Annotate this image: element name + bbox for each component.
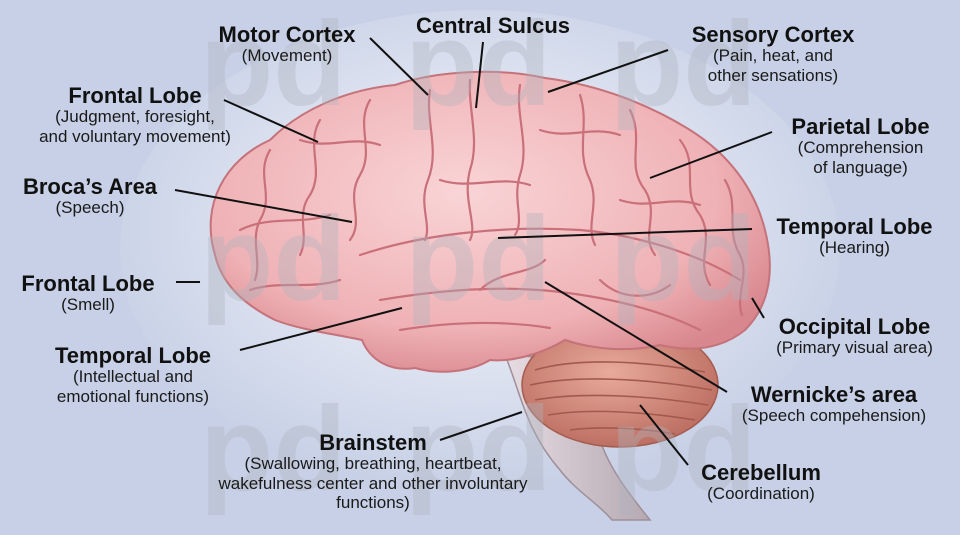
brocas-area-title: Broca’s Area [22,174,158,199]
label-brocas-area: Broca’s Area (Speech) [5,174,175,218]
watermark: pd pd pd pd pd pd pd pd pd [200,0,757,516]
brainstem-desc-3: functions) [336,492,410,512]
sensory-cortex-desc-1: (Pain, heat, and [712,46,834,66]
parietal-lobe-desc-2: of language) [813,157,908,177]
leader-motor-cortex [369,37,429,96]
label-central-sulcus: Central Sulcus [398,13,588,38]
label-temporal-lobe-left: Temporal Lobe (Intellectual and emotiona… [18,343,248,406]
svg-text:pd: pd [200,0,347,131]
frontal-lobe-lower-title: Frontal Lobe [21,271,155,296]
svg-text:pd: pd [200,382,347,516]
svg-text:pd: pd [405,0,552,131]
label-brainstem: Brainstem (Swallowing, breathing, heartb… [168,430,578,512]
leader-parietal-lobe [649,131,773,179]
occipital-lobe-desc: (Primary visual area) [776,338,933,358]
label-motor-cortex: Motor Cortex (Movement) [207,22,367,66]
parietal-lobe-desc-1: (Comprehension [797,138,924,158]
central-sulcus-title: Central Sulcus [415,13,571,38]
leader-central-sulcus [475,41,484,109]
temporal-lobe-right-desc: (Hearing) [819,238,890,258]
temporal-lobe-left-desc-1: (Intellectual and [72,367,194,387]
leader-brocas-area [174,189,353,223]
label-parietal-lobe: Parietal Lobe (Comprehension of language… [768,114,953,177]
brainstem-title: Brainstem [319,430,427,455]
parietal-lobe-title: Parietal Lobe [791,114,930,139]
label-wernickes-area: Wernicke’s area (Speech compehension) [710,382,958,426]
frontal-lobe-upper-desc-2: and voluntary movement) [39,126,231,146]
leader-occipital-lobe [751,297,765,319]
sensory-cortex-desc-2: other sensations) [707,65,839,85]
brainstem-desc-1: (Swallowing, breathing, heartbeat, [244,454,502,474]
label-occipital-lobe: Occipital Lobe (Primary visual area) [752,314,957,358]
wernickes-area-title: Wernicke’s area [750,382,918,407]
leader-sensory-cortex [547,49,669,93]
svg-text:pd: pd [610,192,757,326]
label-sensory-cortex: Sensory Cortex (Pain, heat, and other se… [668,22,878,85]
frontal-lobe-upper-title: Frontal Lobe [68,83,202,108]
leader-cerebellum [639,404,689,466]
brainstem-desc-2: wakefulness center and other involuntary [218,473,528,493]
svg-text:pd: pd [405,382,552,516]
frontal-lobe-lower-desc: (Smell) [61,295,115,315]
occipital-lobe-title: Occipital Lobe [778,314,931,339]
wernickes-area-desc: (Speech compehension) [741,406,927,426]
cerebellum-title: Cerebellum [701,460,821,485]
brocas-area-desc: (Speech) [55,198,125,218]
leader-wernickes-area [544,281,728,393]
sensory-cortex-title: Sensory Cortex [691,22,855,47]
temporal-lobe-right-title: Temporal Lobe [776,214,933,239]
svg-text:pd: pd [200,192,347,326]
leader-lines [174,37,773,466]
leader-frontal-lobe-upper [223,99,319,143]
cerebrum-shape [209,70,771,373]
label-frontal-lobe-upper: Frontal Lobe (Judgment, foresight, and v… [5,83,265,146]
svg-text:pd: pd [610,382,757,516]
label-frontal-lobe-lower: Frontal Lobe (Smell) [8,271,168,315]
leader-brainstem [439,411,523,441]
motor-cortex-title: Motor Cortex [218,22,356,47]
temporal-lobe-left-title: Temporal Lobe [54,343,212,368]
svg-text:pd: pd [405,192,552,326]
frontal-lobe-upper-desc-1: (Judgment, foresight, [55,107,215,127]
brain-folds [238,78,745,332]
label-temporal-lobe-right: Temporal Lobe (Hearing) [752,214,957,258]
cerebellum-desc: (Coordination) [707,484,815,504]
label-cerebellum: Cerebellum (Coordination) [686,460,836,504]
leader-temporal-lobe-right [497,228,753,239]
motor-cortex-desc: (Movement) [241,46,333,66]
temporal-lobe-left-desc-2: emotional functions) [56,386,210,406]
leader-temporal-lobe-left [239,307,403,351]
svg-text:pd: pd [610,0,757,131]
